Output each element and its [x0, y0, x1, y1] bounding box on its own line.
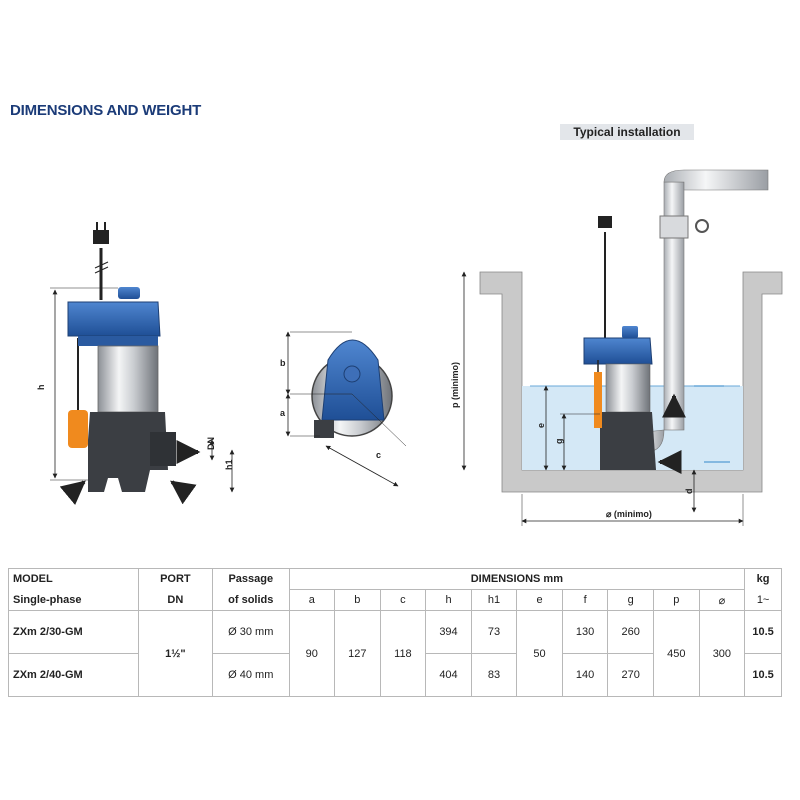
dimensions-table: MODEL PORT Passage DIMENSIONS mm kg Sing… — [8, 568, 782, 697]
th-dim-c: c — [379, 589, 427, 611]
dim-label-h: h — [36, 385, 46, 391]
dim-label-c: c — [376, 450, 381, 460]
pump-top-view: b a c — [280, 331, 407, 487]
cell-h1: 73 — [470, 610, 518, 654]
cell-model: ZXm 2/40-GM — [8, 653, 139, 697]
section-heading: DIMENSIONS AND WEIGHT — [10, 102, 202, 119]
cell-port: 1½" — [137, 610, 214, 697]
pump-side-view: h DN h1 — [36, 222, 235, 506]
cell-kg: 10.5 — [744, 653, 782, 697]
th-single-phase: Single-phase — [8, 589, 139, 611]
table-row: ZXm 2/40-GM Ø 40 mm 404 83 140 270 10.5 — [8, 653, 782, 697]
th-dim-b: b — [334, 589, 381, 611]
technical-drawings: h DN h1 b a c — [36, 169, 783, 526]
th-model: MODEL — [8, 568, 139, 590]
th-dim-f: f — [561, 589, 609, 611]
th-kg-phase: 1~ — [744, 589, 782, 611]
th-passage: Passage — [212, 568, 290, 590]
dim-label-p: p (minimo) — [450, 362, 460, 408]
th-dim-a: a — [288, 589, 336, 611]
dim-label-d: d — [684, 489, 694, 495]
installation-label: Typical installation — [560, 124, 694, 140]
cell-b: 127 — [334, 610, 381, 697]
th-kg: kg — [744, 568, 782, 590]
installation-drawing: p (minimo) e g d ⌀ (minimo) — [450, 169, 783, 526]
cell-a: 90 — [288, 610, 336, 697]
cell-g: 260 — [607, 610, 654, 654]
dim-label-b: b — [280, 358, 286, 368]
cell-solids: Ø 30 mm — [212, 610, 290, 654]
th-dim-h1: h1 — [470, 589, 518, 611]
th-dimensions: DIMENSIONS mm — [288, 568, 746, 590]
cell-g: 270 — [607, 653, 654, 697]
th-dim-h: h — [425, 589, 472, 611]
cell-c: 118 — [379, 610, 427, 697]
th-dim-e: e — [516, 589, 563, 611]
cell-diam: 300 — [698, 610, 746, 697]
cell-kg: 10.5 — [744, 610, 782, 654]
th-of-solids: of solids — [212, 589, 290, 611]
cell-h: 394 — [425, 610, 472, 654]
th-port: PORT — [137, 568, 214, 590]
cell-solids: Ø 40 mm — [212, 653, 290, 697]
cell-h1: 83 — [470, 653, 518, 697]
cell-e: 50 — [516, 610, 563, 697]
cell-f: 140 — [561, 653, 609, 697]
th-dim-p: p — [652, 589, 700, 611]
table-row: ZXm 2/30-GM 1½" Ø 30 mm 90 127 118 394 7… — [8, 610, 782, 697]
dim-label-e: e — [536, 423, 546, 428]
cell-h: 404 — [425, 653, 472, 697]
dim-label-diameter: ⌀ (minimo) — [606, 509, 652, 519]
cell-model: ZXm 2/30-GM — [8, 610, 139, 654]
th-dim-diam: ⌀ — [698, 589, 746, 611]
dim-label-a: a — [280, 408, 286, 418]
dim-label-g: g — [554, 439, 564, 445]
th-dim-g: g — [607, 589, 654, 611]
cell-p: 450 — [652, 610, 700, 697]
cell-f: 130 — [561, 610, 609, 654]
dim-label-dn: DN — [206, 437, 216, 450]
dim-label-h1: h1 — [224, 459, 234, 470]
th-dn: DN — [137, 589, 214, 611]
